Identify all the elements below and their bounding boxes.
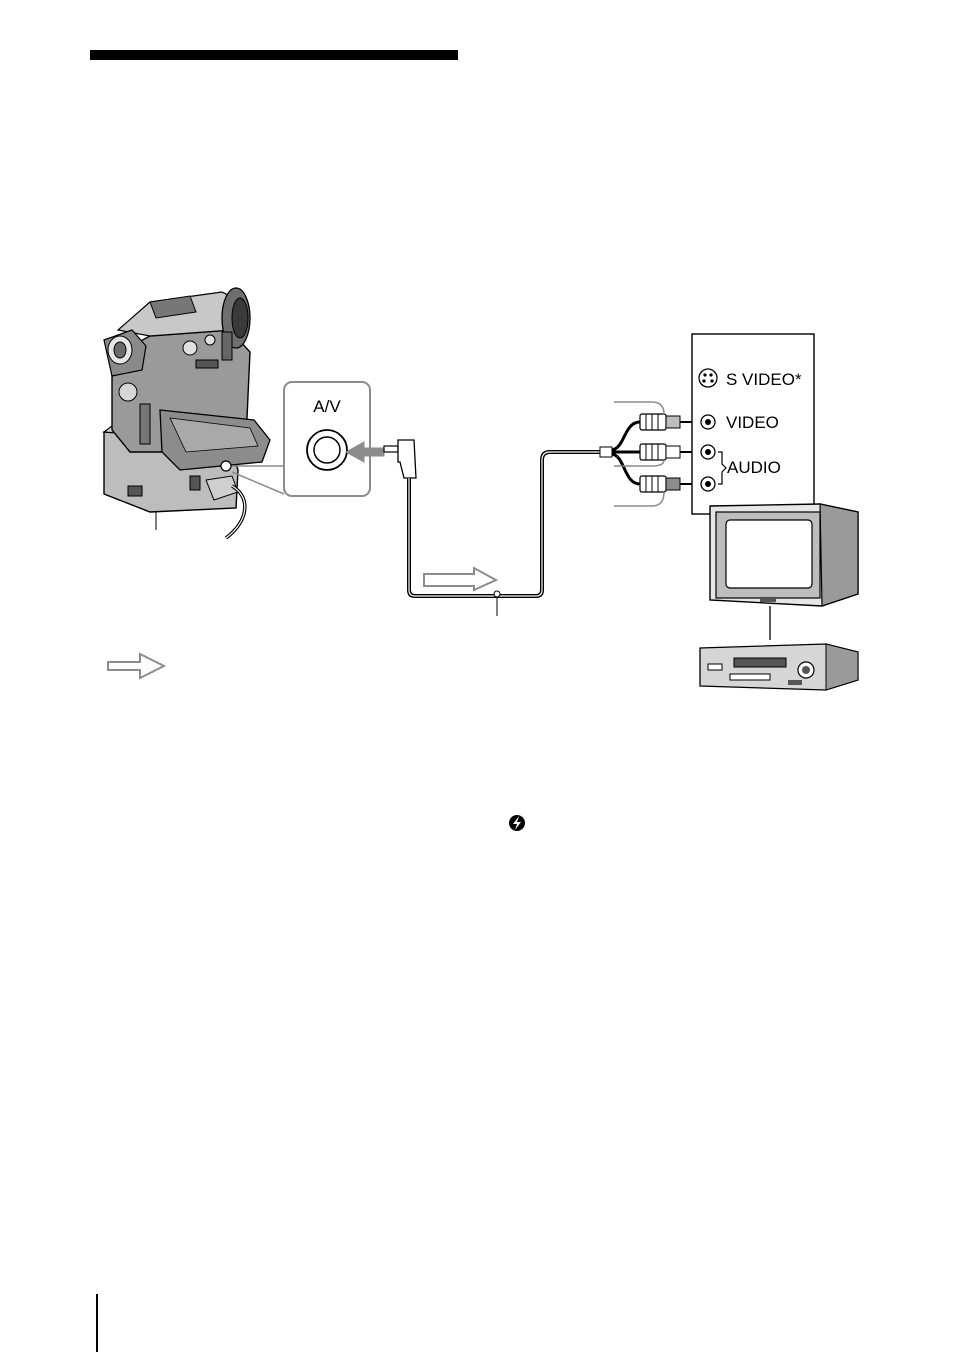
svideo-jack-icon	[699, 369, 717, 387]
hint-icon	[509, 815, 525, 831]
av-jack-label: A/V	[313, 397, 341, 416]
rca-plug-audio-red	[640, 476, 692, 492]
video-label: VIDEO	[726, 413, 779, 432]
television-illustration	[710, 504, 858, 640]
signal-flow-arrow-icon	[424, 568, 496, 590]
camcorder-illustration	[104, 288, 270, 538]
rca-plug-video	[640, 414, 692, 430]
rca-plug-audio-white	[640, 444, 692, 460]
audio-label: AUDIO	[727, 458, 781, 477]
av-connecting-cable	[384, 422, 640, 616]
av-jack-callout: A/V	[284, 382, 384, 496]
signal-flow-legend-arrow-icon	[108, 654, 164, 678]
tv-input-panel: S VIDEO* VIDEO AUDIO	[692, 334, 814, 514]
vcr-illustration	[700, 644, 858, 690]
svideo-label: S VIDEO*	[726, 370, 802, 389]
